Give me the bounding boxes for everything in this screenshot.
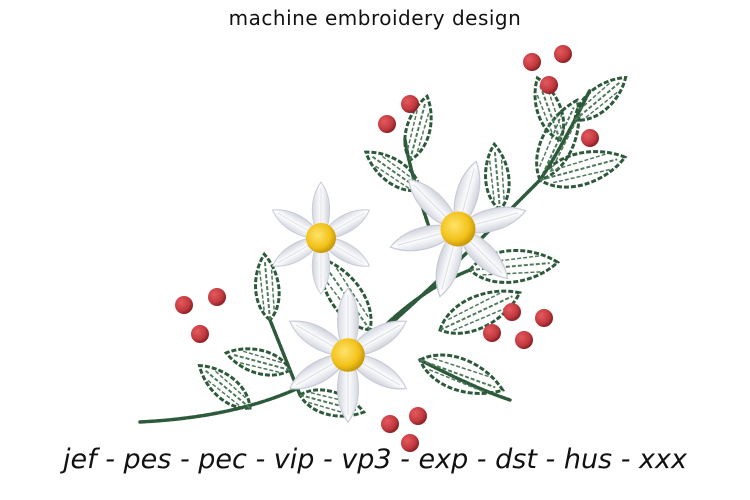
- file-formats-line: jef - pes - pec - vip - vp3 - exp - dst …: [63, 444, 687, 475]
- flower-left: [267, 181, 375, 295]
- page-title: machine embroidery design: [228, 6, 522, 30]
- berries: [175, 45, 599, 452]
- flower-bottom: [284, 287, 412, 423]
- flower-right: [386, 157, 530, 301]
